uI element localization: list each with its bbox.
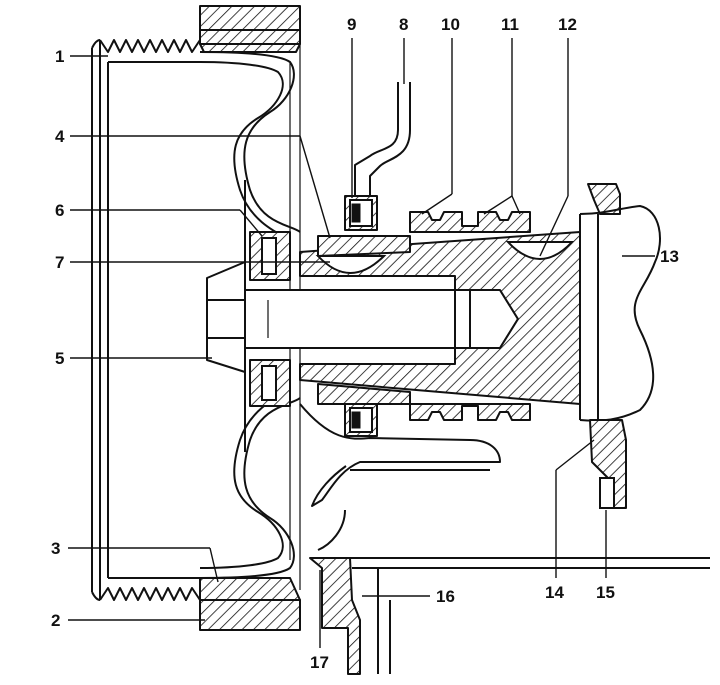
bolt [206, 261, 519, 373]
callout-15: 15 [596, 583, 615, 602]
callout-14: 14 [545, 583, 564, 602]
callout-16: 16 [436, 587, 455, 606]
toothed-pulley [409, 211, 531, 421]
callout-2: 2 [51, 611, 60, 630]
callout-labels: 1 2 3 4 5 6 7 8 9 10 11 12 13 14 15 16 1… [51, 15, 679, 672]
callout-8: 8 [399, 15, 408, 34]
callout-9: 9 [347, 15, 356, 34]
callout-17: 17 [310, 653, 329, 672]
callout-13: 13 [660, 247, 679, 266]
seal-housing [317, 82, 411, 437]
upper-flange [199, 5, 301, 53]
leader-lines [68, 38, 655, 648]
end-cap [579, 183, 661, 509]
ribbed-pulley [91, 39, 201, 601]
callout-3: 3 [51, 539, 60, 558]
callout-5: 5 [55, 349, 64, 368]
callout-12: 12 [558, 15, 577, 34]
lower-bracket [299, 403, 710, 675]
washer-stack [249, 231, 291, 407]
callout-6: 6 [55, 201, 64, 220]
lower-flange [199, 577, 301, 631]
callout-10: 10 [441, 15, 460, 34]
callout-7: 7 [55, 253, 64, 272]
callout-1: 1 [55, 47, 64, 66]
callout-4: 4 [55, 127, 65, 146]
callout-11: 11 [501, 15, 519, 34]
shaft-hub [299, 231, 581, 405]
bearings [315, 241, 575, 274]
